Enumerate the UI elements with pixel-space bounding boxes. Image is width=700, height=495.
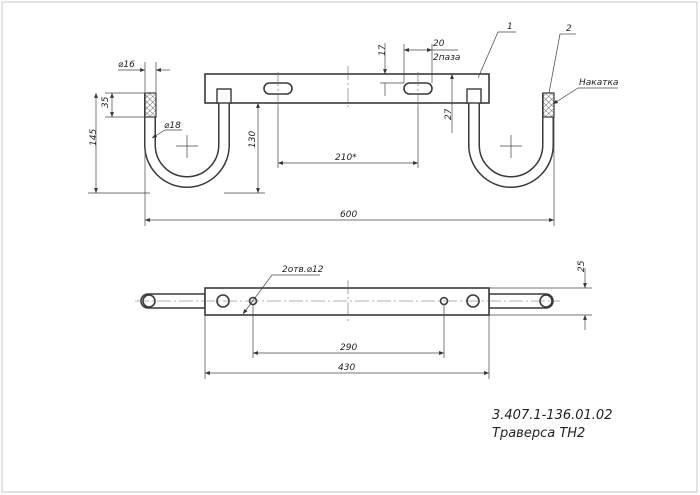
traverse-bar: [204, 73, 490, 104]
dim-20-label: 20: [433, 39, 445, 49]
holes-label: 2отв.⌀12: [282, 265, 324, 275]
dim-d16-label: ⌀16: [118, 60, 135, 70]
knurl-right: [542, 92, 555, 118]
dim-210-label: 210*: [335, 153, 357, 163]
top-view-bar: [204, 287, 490, 316]
top-view: [135, 280, 560, 322]
leader-2-label: 2: [566, 24, 572, 34]
dim-slots-label: 2паза: [433, 53, 460, 63]
dim-130-label: 130: [248, 131, 258, 148]
dim-d18-label: ⌀18: [164, 121, 181, 131]
nut-right: [466, 88, 482, 104]
dim-17-label: 17: [378, 44, 388, 56]
leader-1-label: 1: [507, 22, 513, 32]
drawing-code: 3.407.1-136.01.02: [492, 408, 612, 423]
dim-430-label: 430: [338, 363, 355, 373]
dim-290-label: 290: [340, 343, 357, 353]
dim-145-label: 145: [89, 129, 99, 146]
knurl-label: Накатка: [579, 78, 618, 88]
nut-left: [216, 88, 232, 104]
rod-left: [140, 293, 206, 309]
top-view-dimensions: 2отв.⌀12 25 290 430: [204, 260, 592, 379]
front-view: [144, 66, 555, 188]
u-bolt-right-body: [469, 93, 553, 187]
u-bolt-left-body: [145, 93, 229, 187]
drawing-name: Траверса ТН2: [492, 426, 585, 441]
dim-600-label: 600: [340, 210, 357, 220]
dim-25-label: 25: [577, 260, 587, 272]
knurl-left: [144, 92, 157, 118]
front-view-dimensions: ⌀16 35 145 ⌀18 130 17 20 2паза: [88, 22, 618, 226]
dim-27-label: 27: [444, 108, 454, 120]
dim-35-label: 35: [101, 96, 111, 108]
